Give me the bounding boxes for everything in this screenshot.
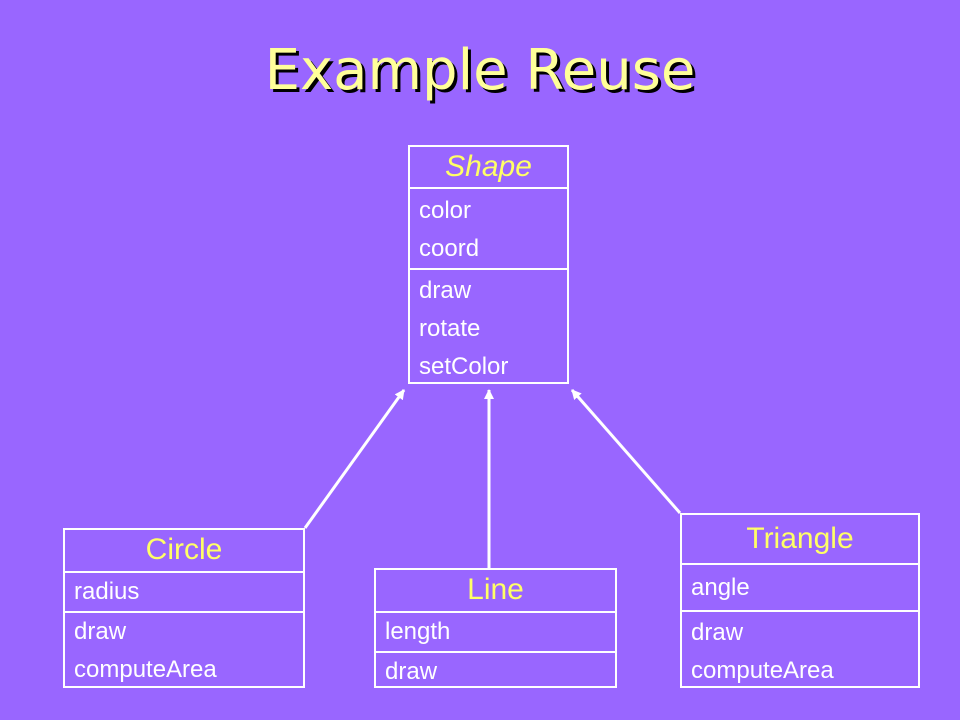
shape-attribute: color [419,197,472,224]
circle-method: draw [74,618,127,645]
line-class-box: Line length draw [374,568,617,688]
shape-attribute: coord [419,235,480,262]
shape-attributes: color coord [410,187,567,268]
triangle-class-box: Triangle angle draw computeArea [680,513,920,688]
circle-class-box: Circle radius draw computeArea [63,528,305,688]
shape-methods: draw rotate setColor [410,268,567,382]
triangle-class-name: Triangle [746,522,854,555]
shape-method: rotate [419,315,481,342]
circle-to-shape-arrow [303,389,406,529]
slide-title: Example Reuse [264,38,696,103]
shape-class-name: Shape [445,150,532,183]
circle-class-name: Circle [145,533,223,566]
triangle-method: computeArea [691,657,834,684]
circle-attribute: radius [74,578,140,605]
shape-method: setColor [419,353,509,380]
triangle-attribute: angle [691,574,750,601]
circle-methods: draw computeArea [65,611,303,690]
triangle-to-shape-arrow [570,389,682,514]
line-attribute: length [385,618,451,645]
triangle-method: draw [691,619,744,646]
line-attributes: length [376,611,615,651]
circle-method: computeArea [74,656,217,683]
shape-method: draw [419,277,472,304]
circle-attributes: radius [65,571,303,611]
line-methods: draw [376,651,615,690]
line-class-name: Line [467,573,524,606]
triangle-attributes: angle [682,563,918,610]
shape-class-box: Shape color coord draw rotate setColor [408,145,569,384]
triangle-methods: draw computeArea [682,610,918,690]
line-method: draw [385,658,438,685]
